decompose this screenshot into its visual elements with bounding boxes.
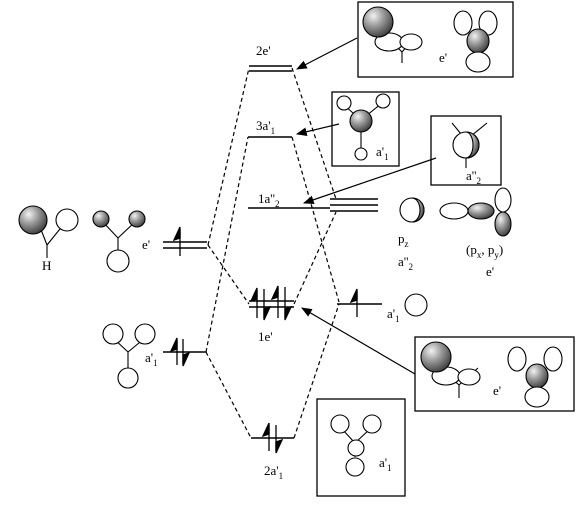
py-orbital — [494, 187, 512, 237]
label-1a2: 1a''2 — [258, 191, 279, 209]
left-e-level — [163, 241, 207, 249]
arrow-box-1a2 — [302, 157, 437, 204]
box-2a1: a'1 — [316, 398, 406, 497]
label-2e: 2e' — [256, 43, 271, 58]
label-pxpy: (px, py) — [466, 242, 503, 260]
px-orbital — [439, 202, 495, 220]
fragment-h3-a1-orbital — [102, 323, 156, 389]
box-2a1-label: a'1 — [379, 455, 392, 473]
box-1e: e' — [414, 336, 575, 412]
box-1e-label: e' — [493, 383, 501, 398]
electron-1e-4 — [284, 287, 293, 321]
electron-2a1-down — [275, 425, 284, 454]
label-1e: 1e' — [258, 329, 273, 344]
arrow-box-1e — [301, 307, 416, 375]
s-orbital — [404, 293, 428, 317]
pointer-arrows — [295, 37, 437, 375]
electron-up-left-e — [172, 226, 181, 256]
label-3a1: 3a'1 — [256, 118, 275, 136]
fragment-h-orbital — [18, 205, 79, 258]
label-right-e: e' — [486, 264, 494, 279]
box-2e: e' — [357, 1, 514, 78]
electron-down-left-a1 — [182, 339, 191, 367]
electron-up-right-s — [349, 288, 358, 317]
box-3a1-label: a'1 — [376, 144, 389, 162]
label-left-e: e' — [142, 237, 150, 252]
box-1a2-label: a''2 — [466, 168, 481, 186]
label-right-a2: a''2 — [398, 254, 413, 272]
arrow-box-3a1 — [295, 123, 340, 136]
box-1a2: a''2 — [430, 115, 502, 186]
electron-1e-1 — [249, 287, 258, 318]
electron-2a1-up — [261, 422, 270, 451]
right-p-levels — [330, 198, 378, 212]
arrow-box-2e — [296, 37, 358, 70]
electrons — [169, 226, 358, 454]
label-right-a1: a'1 — [387, 306, 400, 324]
correlation-lines — [205, 67, 340, 439]
electron-up-left-a1 — [169, 337, 178, 365]
pz-orbital — [399, 197, 425, 223]
electron-1e-3 — [270, 285, 279, 318]
label-pz: pz — [398, 231, 409, 249]
label-2a1: 2a'1 — [264, 463, 283, 481]
label-h: H — [42, 258, 51, 273]
box-3a1: a'1 — [331, 91, 400, 167]
electron-1e-2 — [263, 289, 272, 321]
box-2e-label: e' — [439, 50, 447, 65]
label-left-a1: a'1 — [145, 350, 158, 368]
fragment-h3-e-orbital — [92, 210, 146, 273]
